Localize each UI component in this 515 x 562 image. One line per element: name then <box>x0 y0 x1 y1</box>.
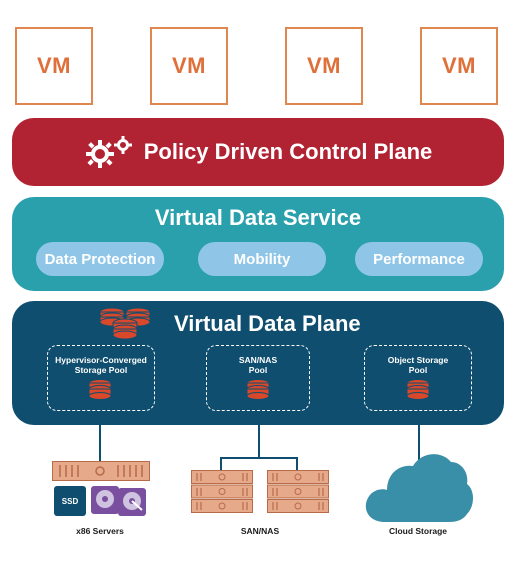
server-rack-icon <box>52 461 150 486</box>
pool-label-line1: SAN/NAS <box>238 355 278 365</box>
data-plane-panel: Virtual Data Plane <box>12 301 504 425</box>
vm-box-2: VM <box>150 27 228 105</box>
pool-label-line1: Hypervisor-Converged <box>55 355 147 365</box>
connector-line <box>296 457 298 471</box>
data-plane-title: Virtual Data Plane <box>174 311 361 336</box>
vm-label: VM <box>442 53 476 78</box>
cloud-icon <box>363 448 475 529</box>
gears-icon <box>84 135 134 169</box>
pool-label-line2: Storage Pool <box>74 365 128 375</box>
database-icon <box>406 379 430 408</box>
pool-label-line2: Pool <box>248 365 268 375</box>
storage-stack-icon <box>98 306 154 347</box>
caption-san-nas: SAN/NAS <box>240 526 280 536</box>
service-data-protection: Data Protection <box>36 242 164 276</box>
connector-line <box>220 457 222 471</box>
vm-box-1: VM <box>15 27 93 105</box>
hdd-icon <box>90 484 148 523</box>
connector-line <box>99 425 101 462</box>
san-rack-icon <box>267 470 329 519</box>
service-performance: Performance <box>355 242 483 276</box>
service-mobility: Mobility <box>198 242 326 276</box>
connector-line <box>258 425 260 458</box>
control-plane-bar: Policy Driven Control Plane <box>12 118 504 186</box>
caption-cloud-storage: Cloud Storage <box>388 526 448 536</box>
control-plane-title: Policy Driven Control Plane <box>143 139 433 164</box>
san-rack-icon <box>191 470 253 519</box>
vm-label: VM <box>307 53 341 78</box>
data-service-title: Virtual Data Service <box>154 205 362 230</box>
ssd-label: SSD <box>61 496 79 506</box>
vm-box-3: VM <box>285 27 363 105</box>
pool-label-line2: Pool <box>408 365 428 375</box>
database-icon <box>246 379 270 408</box>
ssd-icon: SSD <box>54 486 86 516</box>
vm-label: VM <box>37 53 71 78</box>
database-icon <box>88 379 112 408</box>
pool-label-line1: Object Storage <box>387 355 449 365</box>
vm-box-4: VM <box>420 27 498 105</box>
caption-x86-servers: x86 Servers <box>76 526 124 536</box>
vm-label: VM <box>172 53 206 78</box>
connector-line <box>418 425 420 465</box>
connector-line <box>220 457 298 459</box>
